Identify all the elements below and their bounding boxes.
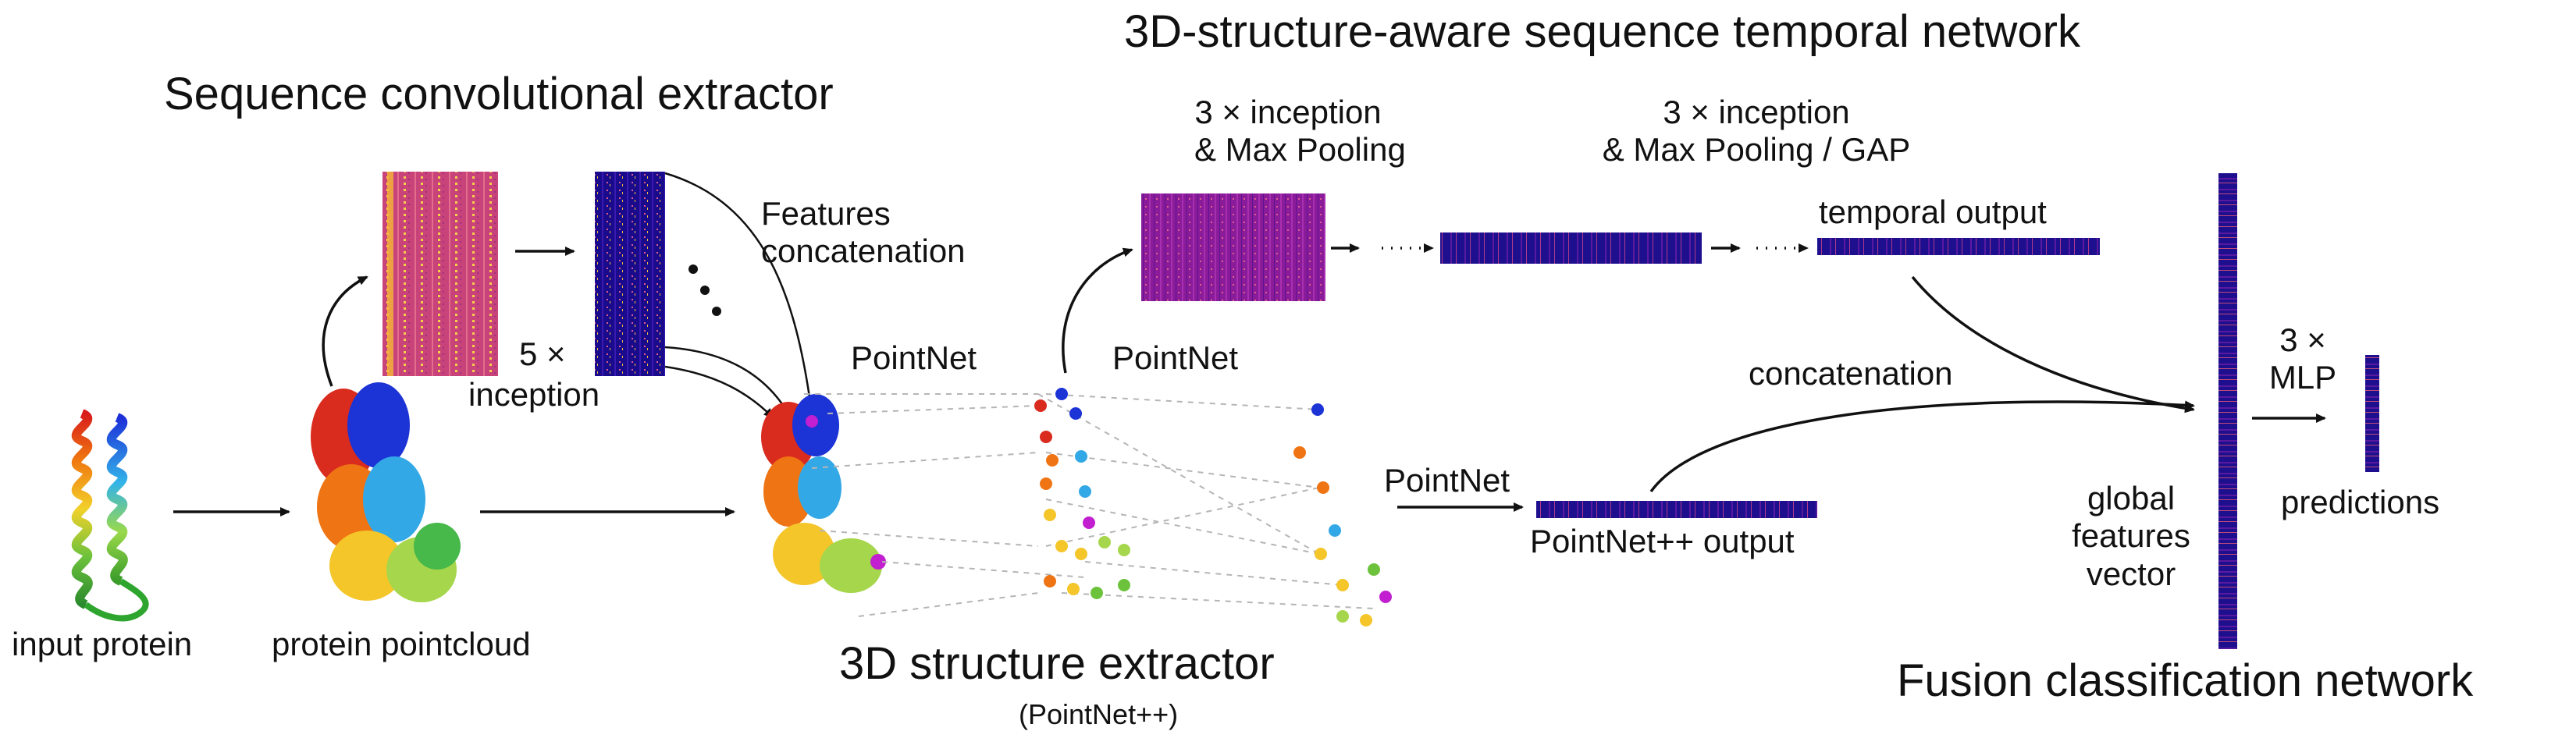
label-pointnet-output: PointNet++ output	[1530, 523, 1795, 559]
arrow-concat-3	[664, 365, 774, 419]
label-pointnet-c: PointNet	[1384, 462, 1510, 499]
protein-pointcloud-image	[311, 382, 461, 602]
input-protein-image	[71, 409, 149, 622]
label-mlp-line1: 3 ×	[2279, 321, 2326, 358]
temporal-mid-bar	[1440, 232, 1702, 264]
label-features-concat-line1: Features	[761, 195, 891, 232]
sampled-points-level2	[1293, 403, 1392, 626]
global-features-vector	[2218, 173, 2237, 649]
temporal-input-heatmap	[1141, 193, 1325, 301]
label-inception-gap: 3 × inception & Max Pooling / GAP	[1577, 94, 1936, 169]
title-structure-extractor: 3D structure extractor	[839, 638, 1275, 689]
arrow-pointcloud-to-sequence	[322, 275, 368, 387]
label-input-protein: input protein	[12, 626, 193, 662]
label-concatenation: concatenation	[1749, 355, 1953, 392]
label-global-line2: features	[2072, 517, 2190, 555]
arrow-temporal-to-global	[1911, 275, 2195, 413]
sampled-points-level1	[1034, 388, 1130, 599]
label-inception-pool-line2: & Max Pooling	[1194, 131, 1406, 169]
pointnet-output-bar	[1536, 501, 1817, 518]
title-conv-extractor: Sequence convolutional extractor	[164, 69, 834, 119]
arrow-3d-to-temporal	[1062, 247, 1133, 374]
label-global-line1: global	[2087, 480, 2176, 516]
arrow-concat-1	[664, 172, 816, 415]
sequence-heatmap-conv	[595, 172, 665, 376]
label-features-concat: Features concatenation	[761, 195, 966, 271]
predictions-vector	[2365, 355, 2379, 472]
label-global-line3: vector	[2086, 555, 2176, 592]
label-mlp: 3 × MLP	[2260, 321, 2346, 397]
label-protein-pointcloud: protein pointcloud	[272, 626, 531, 662]
label-inception-gap-line1: 3 × inception	[1663, 94, 1850, 130]
label-inception-5x-1: 5 ×	[519, 335, 566, 372]
label-inception-pool: 3 × inception & Max Pooling	[1194, 94, 1406, 169]
arrow-concat-2	[664, 346, 790, 415]
title-structure-extractor-sub: (PointNet++)	[1019, 698, 1179, 730]
label-pointnet-a: PointNet	[851, 339, 977, 376]
arrow-concatenation	[1649, 400, 2195, 493]
label-pointnet-b: PointNet	[1112, 339, 1239, 376]
sequence-heatmap-input	[382, 172, 498, 376]
temporal-output-bar	[1817, 238, 2100, 255]
label-inception-pool-line1: 3 × inception	[1194, 94, 1382, 130]
label-mlp-line2: MLP	[2268, 359, 2337, 396]
title-temporal-network: 3D-structure-aware sequence temporal net…	[1124, 6, 2080, 57]
label-features-concat-line2: concatenation	[761, 232, 966, 270]
label-temporal-output: temporal output	[1819, 193, 2047, 230]
label-predictions: predictions	[2281, 484, 2440, 520]
structure-pointcloud-image	[761, 394, 886, 593]
title-fusion-network: Fusion classification network	[1897, 655, 2474, 706]
label-inception-gap-line2: & Max Pooling / GAP	[1602, 131, 1911, 169]
label-global-features: global features vector	[2061, 480, 2201, 593]
label-inception-5x-2: inception	[468, 376, 600, 413]
projection-lines	[804, 393, 1375, 617]
